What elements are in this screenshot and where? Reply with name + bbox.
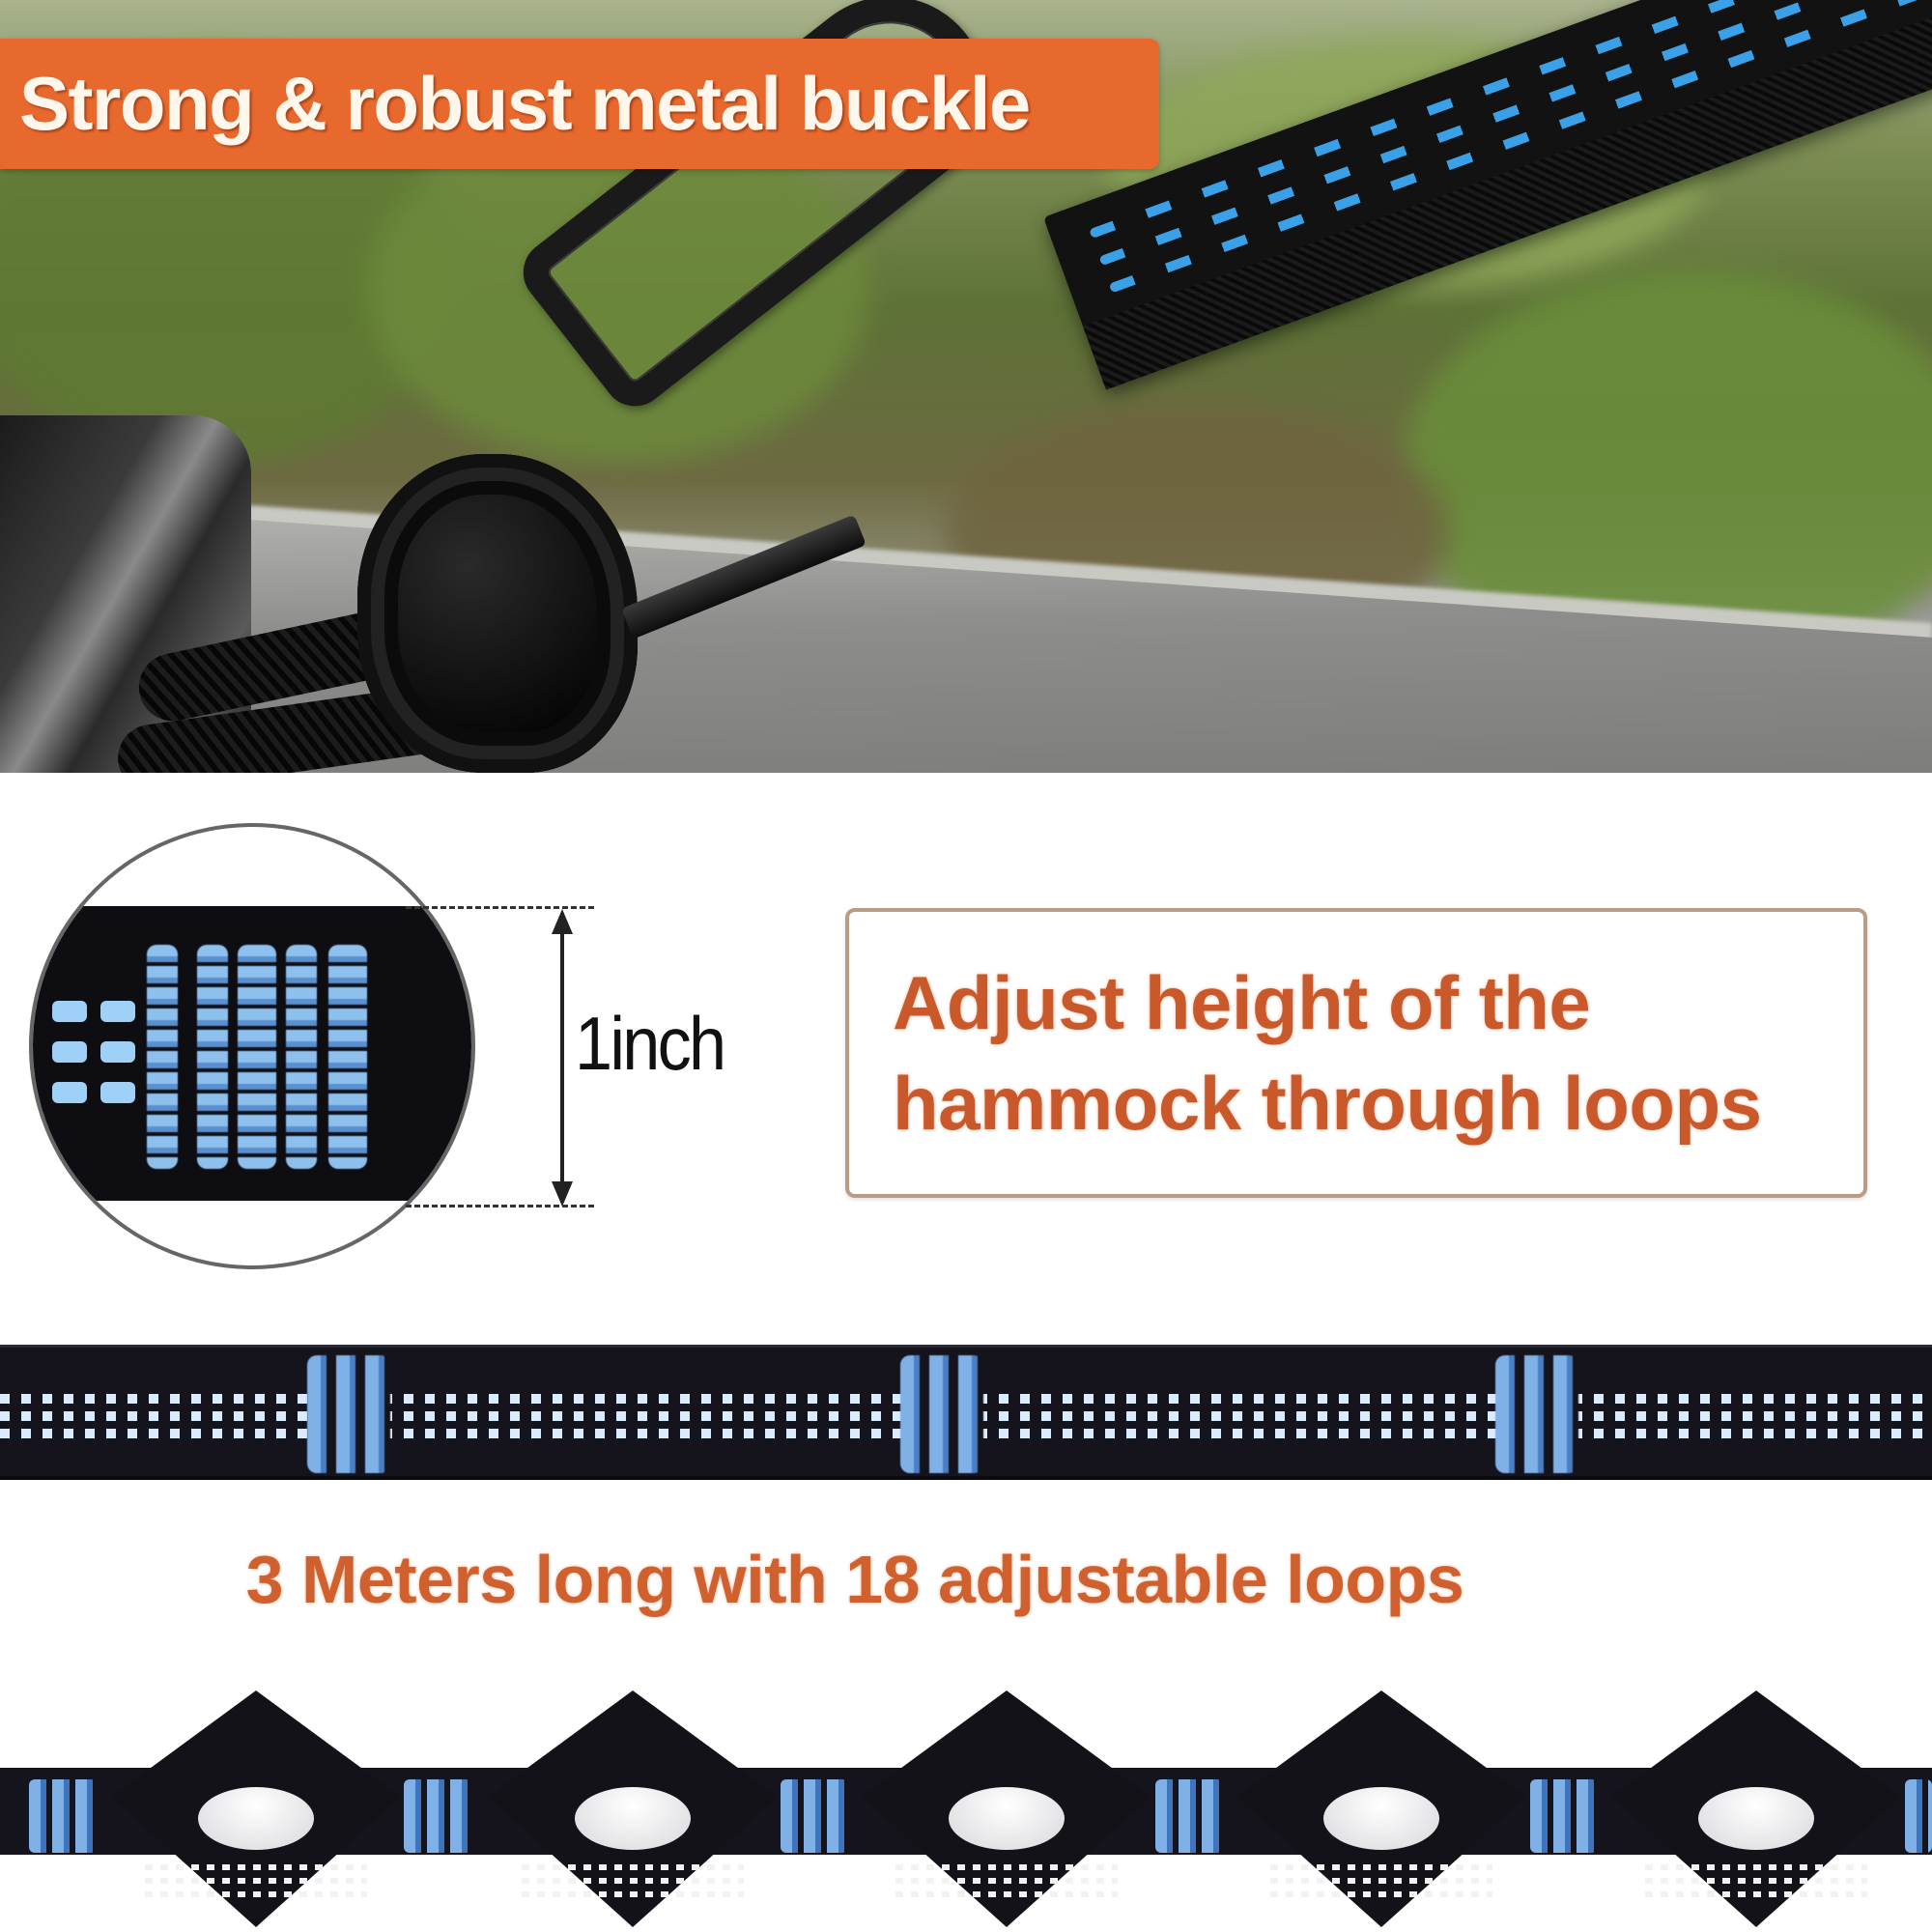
bartack-stitch — [900, 1355, 983, 1473]
bartack-stitch — [29, 1779, 97, 1853]
stitch-rows — [522, 1864, 744, 1903]
bartack-stitch — [1155, 1779, 1223, 1853]
bartack-stitch — [1905, 1779, 1932, 1853]
bartack-stitch — [307, 1355, 390, 1473]
loop-opening — [949, 1787, 1065, 1850]
callout-line-2: hammock through loops — [893, 1061, 1762, 1146]
stitch-rows — [895, 1864, 1118, 1903]
loop-opening — [575, 1787, 691, 1850]
rope-knot — [357, 454, 638, 773]
loop-opening — [198, 1787, 314, 1850]
stitch-dash — [100, 1041, 135, 1063]
banner-title: Strong & robust metal buckle — [19, 61, 1031, 146]
bartack-stitch — [404, 1779, 471, 1853]
zoom-strap-webbing — [33, 906, 471, 1201]
foliage-blob — [367, 116, 869, 464]
stitch-dash — [52, 1082, 87, 1103]
stitch-dash — [100, 1082, 135, 1103]
loop-opening — [1323, 1787, 1439, 1850]
stitch-dash — [52, 1041, 87, 1063]
callout-line-1: Adjust height of the — [893, 960, 1591, 1045]
length-caption: 3 Meters long with 18 adjustable loops — [245, 1542, 1464, 1617]
stitch-dash — [52, 1001, 87, 1022]
stitch-rows — [145, 1864, 367, 1903]
flat-strap — [0, 1345, 1932, 1480]
bartack-column — [328, 945, 367, 1169]
dimension-guide-bottom — [406, 1205, 594, 1208]
bartack-stitch — [781, 1779, 848, 1853]
bartack-column — [147, 945, 178, 1169]
loop-opening — [1698, 1787, 1814, 1850]
feature-banner: Strong & robust metal buckle — [0, 39, 1159, 169]
adjust-height-callout: Adjust height of the hammock through loo… — [845, 908, 1867, 1198]
bartack-column — [238, 945, 276, 1169]
looped-strap — [0, 1690, 1932, 1932]
bartack-column — [286, 945, 317, 1169]
stitch-rows — [1645, 1864, 1867, 1903]
bartack-stitch — [1530, 1779, 1598, 1853]
product-photo: Strong & robust metal buckle — [0, 0, 1932, 773]
stitch-dash — [100, 1001, 135, 1022]
width-label: 1inch — [575, 1001, 726, 1086]
dimension-guide-top — [406, 906, 594, 909]
stitch-rows — [1270, 1864, 1492, 1903]
zoom-detail-circle — [29, 823, 475, 1269]
double-arrow-icon — [552, 909, 573, 1207]
bartack-column — [197, 945, 228, 1169]
bartack-stitch — [1495, 1355, 1578, 1473]
